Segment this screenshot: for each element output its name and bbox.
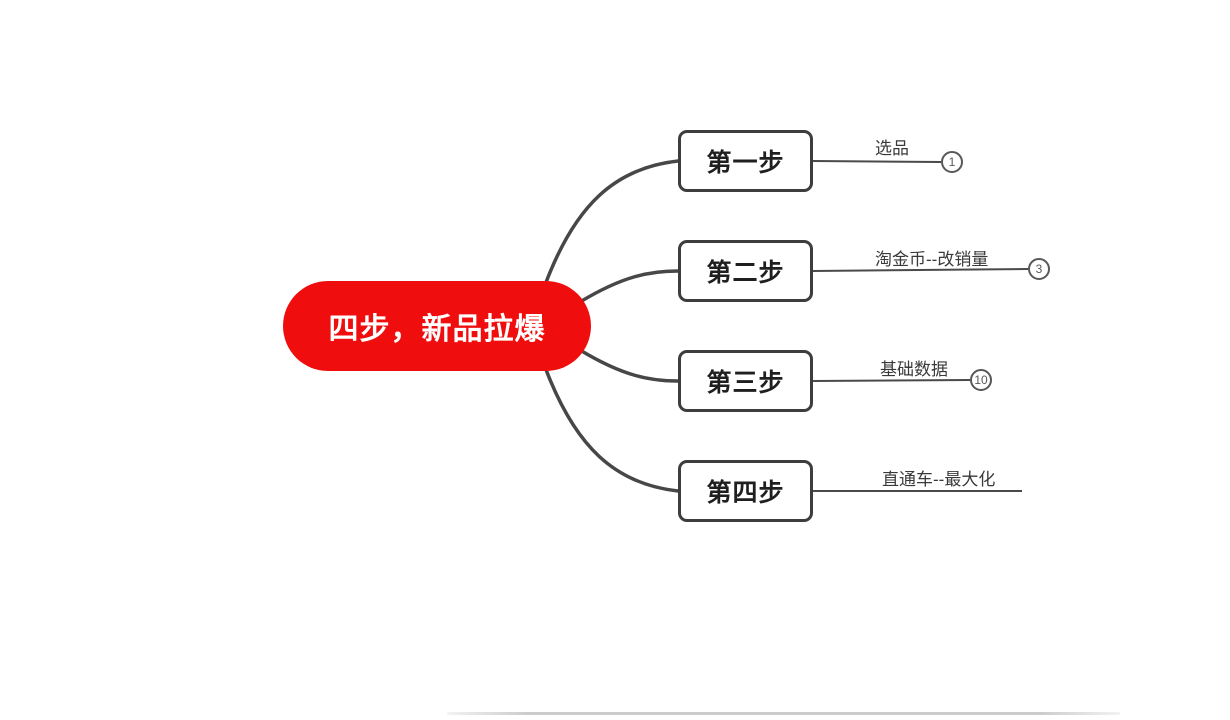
- leaf-line-1: [812, 160, 942, 163]
- central-topic-node[interactable]: 四步，新品拉爆: [283, 281, 591, 371]
- branch-node-step1[interactable]: 第一步: [678, 130, 813, 192]
- leaf-line-2: [812, 268, 1029, 272]
- badge-count-step3[interactable]: 10: [970, 369, 992, 391]
- leaf-label-step4[interactable]: 直通车--最大化: [882, 470, 996, 489]
- bottom-divider-line: [447, 712, 1120, 715]
- leaf-label-step1[interactable]: 选品: [875, 139, 909, 158]
- curve-branch-2: [578, 269, 680, 304]
- badge-count-step2[interactable]: 3: [1028, 258, 1050, 280]
- badge-count-step1[interactable]: 1: [941, 151, 963, 173]
- leaf-label-step3[interactable]: 基础数据: [880, 360, 948, 379]
- branch-node-step4[interactable]: 第四步: [678, 460, 813, 522]
- leaf-label-step2[interactable]: 淘金币--改销量: [875, 250, 989, 269]
- leaf-line-3: [812, 379, 971, 382]
- curve-branch-1: [543, 159, 680, 287]
- curve-branch-4: [543, 365, 680, 493]
- branch-node-step3[interactable]: 第三步: [678, 350, 813, 412]
- branch-node-step2[interactable]: 第二步: [678, 240, 813, 302]
- curve-branch-3: [578, 348, 680, 383]
